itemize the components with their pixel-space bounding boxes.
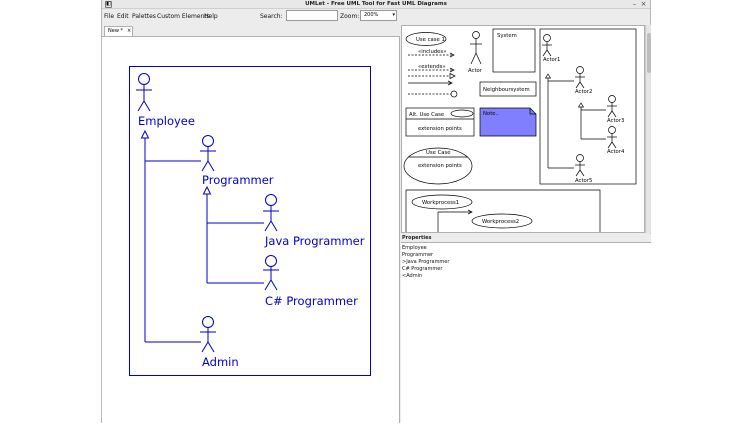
actor-java-programmer-figure[interactable]: [263, 194, 279, 232]
properties-line: C# Programmer: [402, 266, 443, 272]
palette-extends-arrow[interactable]: [408, 67, 455, 73]
properties-header: Properties: [401, 234, 651, 242]
palette-association-arrow[interactable]: [408, 80, 453, 86]
palette-label: «includes»: [418, 49, 446, 55]
actor-label: Employee: [138, 114, 195, 128]
palette-label: «extends»: [418, 64, 446, 70]
palette-interface-connector[interactable]: [408, 90, 458, 98]
menu-edit[interactable]: Edit: [117, 13, 129, 20]
search-label: Search:: [260, 13, 283, 20]
chevron-down-icon: ▾: [392, 12, 395, 18]
zoom-value: 200%: [364, 12, 379, 18]
palette-use-case-1[interactable]: [405, 32, 447, 46]
palette-alt-use-case[interactable]: [405, 107, 475, 137]
close-icon[interactable]: ×: [127, 28, 132, 34]
palette-label: Actor4: [607, 149, 625, 155]
scrollbar-thumb[interactable]: [647, 33, 651, 73]
tab-bar: New * ×: [102, 25, 400, 36]
palette-label: extension points: [418, 163, 462, 169]
palette-use-case-extension[interactable]: [403, 147, 473, 185]
properties-line: <Admin: [402, 273, 423, 279]
search-input[interactable]: [286, 10, 338, 21]
palette-generalization-arrow[interactable]: [408, 72, 456, 80]
window-title: UMLet - Free UML Tool for Fast UML Diagr…: [305, 1, 447, 7]
palette-label: Workprocess2: [482, 219, 519, 225]
minimize-button[interactable]: –: [632, 0, 637, 8]
palette-label: Note..: [483, 111, 499, 117]
palette-label: Use case 1: [416, 37, 445, 43]
menu-custom-elements[interactable]: Custom Elements: [157, 13, 210, 20]
palette-label: Use Case: [426, 150, 451, 156]
properties-line: Employee: [402, 245, 427, 251]
palette-actor-tree-frame[interactable]: [539, 28, 637, 185]
actor-csharp-programmer-figure[interactable]: [263, 255, 279, 291]
palette-label: Alt. Use Case: [409, 112, 444, 118]
palette-label: Actor1: [543, 57, 560, 63]
diagram-svg: Employee Programmer Java Programmer C# P…: [129, 66, 371, 376]
actor-label: Java Programmer: [264, 234, 365, 248]
element-palette[interactable]: Use case 1 «includes» «extends» Actor Sy…: [401, 25, 645, 233]
palette-label: Actor5: [575, 178, 592, 184]
actor-label: C# Programmer: [265, 294, 358, 308]
palette-actor[interactable]: [470, 31, 482, 65]
generalization-employee[interactable]: [140, 129, 202, 343]
menu-help[interactable]: Help: [204, 13, 218, 20]
tab-label: New *: [108, 28, 123, 34]
menu-bar: File Edit Palettes Custom Elements Help …: [102, 10, 650, 24]
actor-label: Admin: [202, 355, 239, 369]
generalization-programmer[interactable]: [202, 185, 265, 284]
palette-label: Actor3: [607, 118, 624, 124]
actor-programmer-figure[interactable]: [200, 135, 216, 172]
close-button[interactable]: ×: [640, 0, 647, 8]
palette-system-box[interactable]: [492, 28, 536, 73]
palette-label: Neighboursystem: [483, 87, 530, 93]
umlet-window: ◧ UMLet - Free UML Tool for Fast UML Dia…: [101, 0, 651, 423]
properties-editor[interactable]: Employee Programmer >Java Programmer C# …: [401, 242, 651, 423]
properties-line: >Java Programmer: [402, 259, 450, 265]
palette-label: System: [497, 33, 517, 39]
tab-new-diagram[interactable]: New * ×: [104, 26, 133, 36]
app-icon: ◧: [105, 1, 112, 8]
title-bar: ◧ UMLet - Free UML Tool for Fast UML Dia…: [102, 0, 650, 9]
properties-line: Programmer: [402, 252, 434, 258]
palette-actor-tree[interactable]: [542, 34, 617, 177]
palette-label: Actor2: [575, 89, 592, 95]
palette-label: Actor: [468, 68, 483, 74]
zoom-select[interactable]: 200% ▾: [360, 10, 397, 21]
diagram-canvas[interactable]: Employee Programmer Java Programmer C# P…: [102, 36, 400, 423]
package-frame[interactable]: [129, 66, 371, 376]
actor-admin-figure[interactable]: [200, 316, 216, 353]
actor-employee-figure[interactable]: [136, 73, 152, 112]
actor-label: Programmer: [202, 173, 274, 187]
menu-file[interactable]: File: [104, 13, 115, 20]
palette-note[interactable]: [479, 107, 537, 137]
palette-scrollbar[interactable]: [645, 25, 651, 233]
palette-activity-frame[interactable]: [405, 189, 601, 233]
palette-includes-arrow[interactable]: [408, 52, 455, 58]
palette-label: Workprocess1: [422, 200, 459, 206]
menu-palettes[interactable]: Palettes: [132, 13, 156, 20]
palette-label: extension points: [418, 126, 462, 132]
palette-neighboursystem[interactable]: [479, 81, 537, 97]
palette-svg: Use case 1 «includes» «extends» Actor Sy…: [403, 28, 637, 233]
zoom-label: Zoom:: [340, 13, 360, 20]
